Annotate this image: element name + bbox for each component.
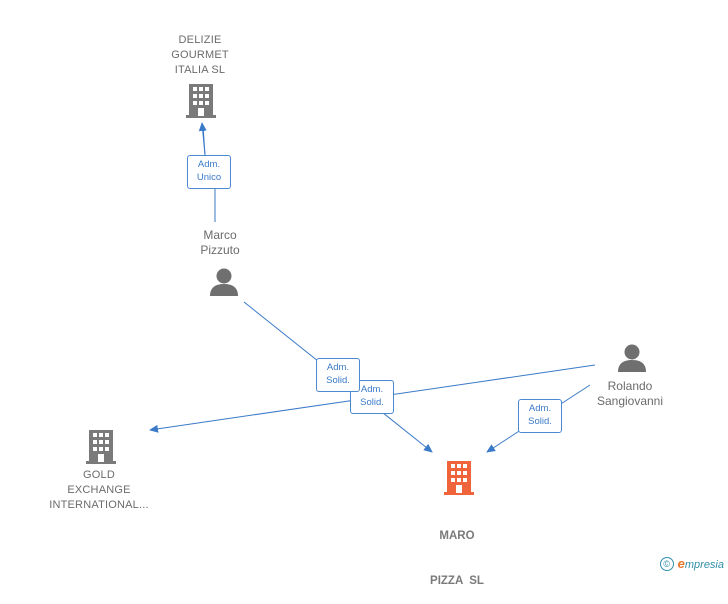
label-line: Pizzuto	[200, 243, 240, 257]
node-label-gold[interactable]: GOLD EXCHANGE INTERNATIONAL...	[40, 468, 158, 513]
brand-footer: © empresia	[659, 556, 724, 571]
label-line: ITALIA SL	[174, 64, 226, 76]
label-line: Sangiovanni	[596, 394, 664, 408]
label-line: Rolando	[607, 379, 653, 393]
label-line: MARO	[439, 530, 475, 542]
building-icon	[186, 84, 216, 118]
edge-badge-marco-maro[interactable]: Adm. Solid.	[316, 358, 360, 392]
building-icon	[86, 430, 116, 464]
node-label-delizie[interactable]: DELIZIE GOURMET ITALIA SL	[150, 33, 250, 78]
badge-line: Solid.	[326, 375, 350, 386]
edge-badge-marco-delizie[interactable]: Adm. Unico	[187, 155, 231, 189]
label-line: PIZZA SL	[430, 575, 484, 587]
brand-logo: empresia	[677, 556, 724, 571]
edge-badge-rolando-maro[interactable]: Adm. Solid.	[518, 399, 562, 433]
label-line: GOLD	[83, 469, 115, 481]
node-label-rolando[interactable]: Rolando Sangiovanni	[584, 379, 676, 409]
copyright-icon: ©	[659, 556, 674, 571]
main-company-building-icon	[444, 461, 474, 495]
label-line: GOURMET	[171, 49, 229, 61]
label-line: INTERNATIONAL...	[49, 499, 149, 511]
label-line: Marco	[203, 228, 237, 242]
badge-line: Adm.	[326, 362, 350, 373]
badge-line: Solid.	[528, 416, 552, 427]
edge-marco-delizie-arrow	[198, 122, 207, 156]
node-label-maro[interactable]: MARO PIZZA SL	[412, 499, 502, 604]
node-label-marco[interactable]: Marco Pizzuto	[175, 228, 265, 258]
person-icon	[210, 268, 238, 296]
badge-line: Adm.	[197, 159, 221, 170]
badge-line: Unico	[196, 172, 222, 183]
person-icon	[618, 344, 646, 372]
badge-line: Adm.	[528, 403, 552, 414]
badge-line: Solid.	[360, 397, 384, 408]
label-line: DELIZIE	[178, 34, 222, 46]
badge-line: Adm.	[360, 384, 384, 395]
label-line: EXCHANGE	[67, 484, 131, 496]
